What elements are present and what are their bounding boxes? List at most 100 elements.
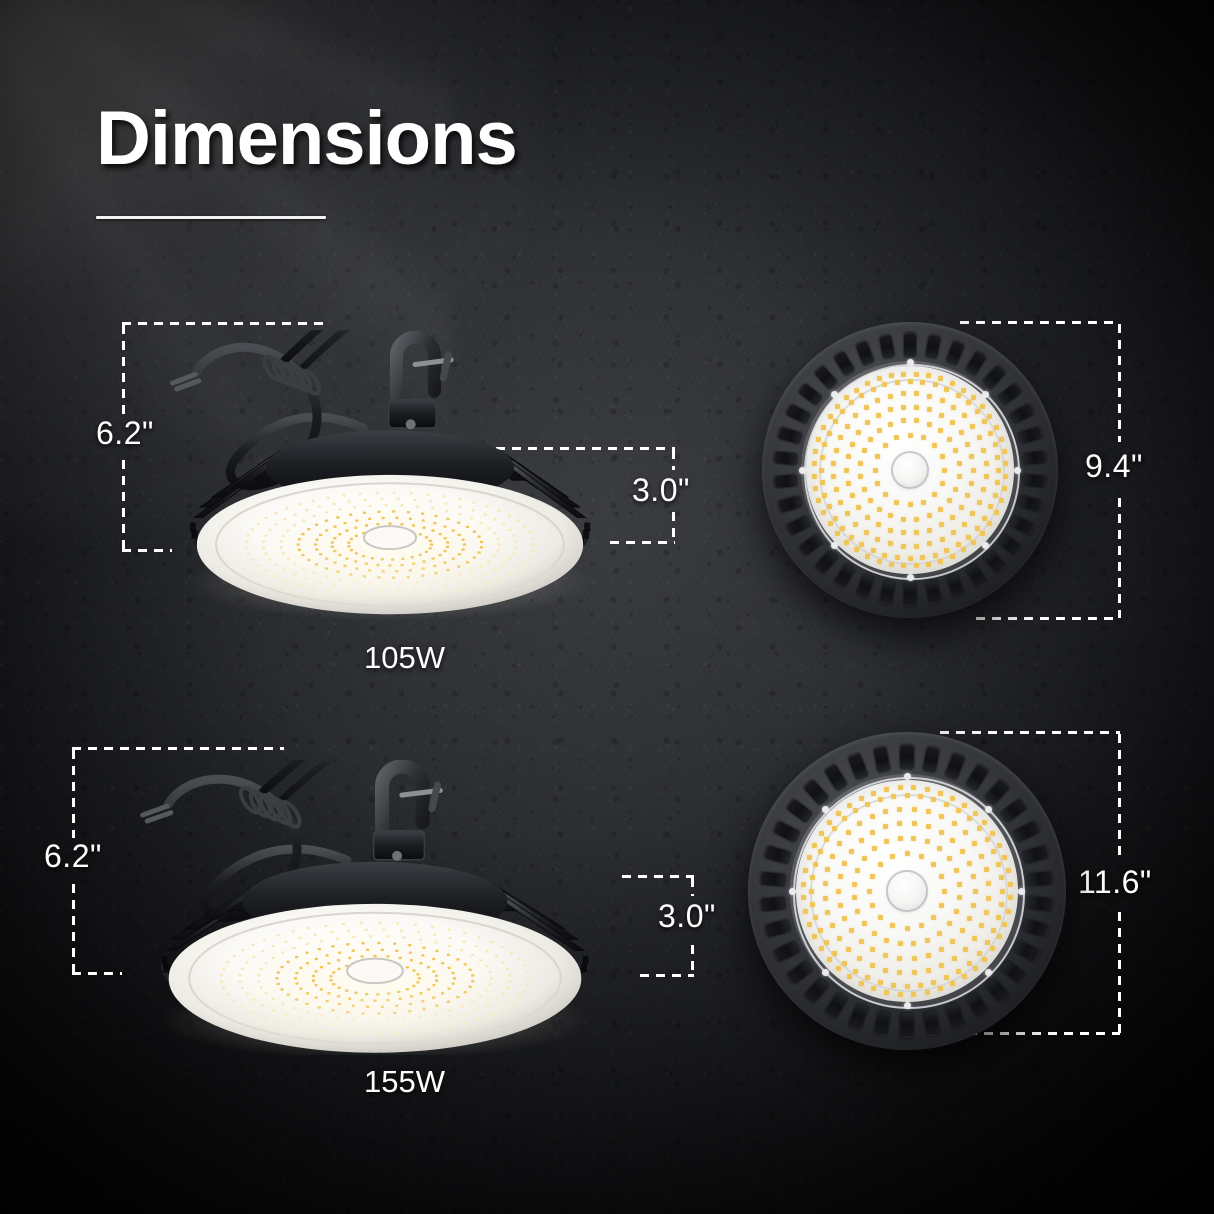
led-chip <box>830 853 836 859</box>
led-chip <box>956 808 962 814</box>
led-chip <box>983 474 989 480</box>
led-chip <box>842 916 848 922</box>
led-chip <box>997 842 1003 848</box>
led-chip <box>971 935 977 941</box>
led-chip <box>852 968 858 974</box>
led-chip <box>957 895 963 901</box>
led-chip <box>951 530 957 536</box>
led-chip <box>822 442 828 448</box>
led-chip <box>959 928 965 934</box>
led-chip <box>882 552 888 558</box>
led-chip <box>870 947 876 953</box>
led-chip <box>1003 461 1009 467</box>
led-chip <box>836 888 842 894</box>
led-chip <box>958 504 964 510</box>
led-chip <box>875 398 881 404</box>
mounting-screw <box>799 466 807 474</box>
led-chip <box>844 539 850 545</box>
led-chip <box>882 382 888 388</box>
led-chip <box>833 487 839 493</box>
led-chip <box>938 829 944 835</box>
label-105w-diameter: 9.4" <box>1085 448 1143 484</box>
led-chip <box>913 371 919 377</box>
led-chip <box>920 379 926 385</box>
mounting-screw <box>822 806 830 814</box>
led-chip <box>866 888 872 894</box>
led-chip <box>862 921 868 927</box>
led-chip <box>986 895 992 901</box>
led-chip <box>811 461 817 467</box>
label-155w-wattage: 155W <box>364 1064 445 1099</box>
led-chip <box>944 548 950 554</box>
led-chip <box>944 801 950 807</box>
led-chip <box>946 855 952 861</box>
led-chip <box>1005 908 1011 914</box>
lamp-bottom-view-155w <box>748 732 1066 1050</box>
led-chip <box>951 955 957 961</box>
led-chip <box>1003 473 1009 479</box>
led-chip <box>876 558 882 564</box>
led-chip <box>925 809 931 815</box>
led-chip <box>970 467 976 473</box>
led-chip <box>894 435 900 441</box>
led-chip <box>974 525 980 531</box>
led-chip <box>987 520 993 526</box>
led-chip <box>978 853 984 859</box>
led-chip <box>953 486 959 492</box>
led-chip <box>859 542 865 548</box>
mounting-screw <box>903 772 911 780</box>
led-chip <box>853 413 859 419</box>
led-chip <box>854 387 860 393</box>
led-chip <box>824 836 830 842</box>
led-chip <box>920 435 926 441</box>
led-chip <box>966 960 972 966</box>
led-chip <box>887 407 893 413</box>
led-chip <box>869 902 875 908</box>
led-chip <box>971 874 977 880</box>
led-chip <box>870 548 876 554</box>
mounting-screw <box>984 806 992 814</box>
led-chip <box>810 902 816 908</box>
led-chip <box>877 428 883 434</box>
led-chip <box>835 404 841 410</box>
led-chip <box>939 412 945 418</box>
led-chip <box>927 541 933 547</box>
led-chip <box>988 504 994 510</box>
led-chip <box>976 826 982 832</box>
led-chip <box>884 839 890 845</box>
lamp-illustration <box>169 290 593 622</box>
led-chip <box>897 991 903 997</box>
led-chip <box>907 378 913 384</box>
led-chip <box>871 930 877 936</box>
led-chip <box>813 448 819 454</box>
led-chip <box>991 928 997 934</box>
led-chip <box>827 520 833 526</box>
led-chip <box>859 392 865 398</box>
led-chip <box>950 837 956 843</box>
led-chip <box>1002 921 1008 927</box>
led-chip <box>937 428 943 434</box>
mounting-screw <box>982 390 990 398</box>
led-chip <box>865 420 871 426</box>
led-chip <box>849 928 855 934</box>
led-chip <box>897 970 903 976</box>
led-chip <box>837 935 843 941</box>
page-title: Dimensions <box>96 96 518 181</box>
mounting-screw <box>830 542 838 550</box>
led-chip <box>966 860 972 866</box>
led-chip <box>911 970 917 976</box>
led-chip <box>822 881 828 887</box>
led-chip <box>911 941 917 947</box>
led-chip <box>897 941 903 947</box>
led-chip <box>847 802 853 808</box>
label-105w-height: 6.2" <box>96 415 154 451</box>
led-chip <box>927 407 933 413</box>
led-chip <box>900 530 906 536</box>
led-chip <box>835 530 841 536</box>
led-chip <box>992 442 998 448</box>
led-chip <box>824 940 830 946</box>
led-chip <box>825 909 831 915</box>
led-chip <box>857 821 863 827</box>
led-chip <box>890 923 896 929</box>
